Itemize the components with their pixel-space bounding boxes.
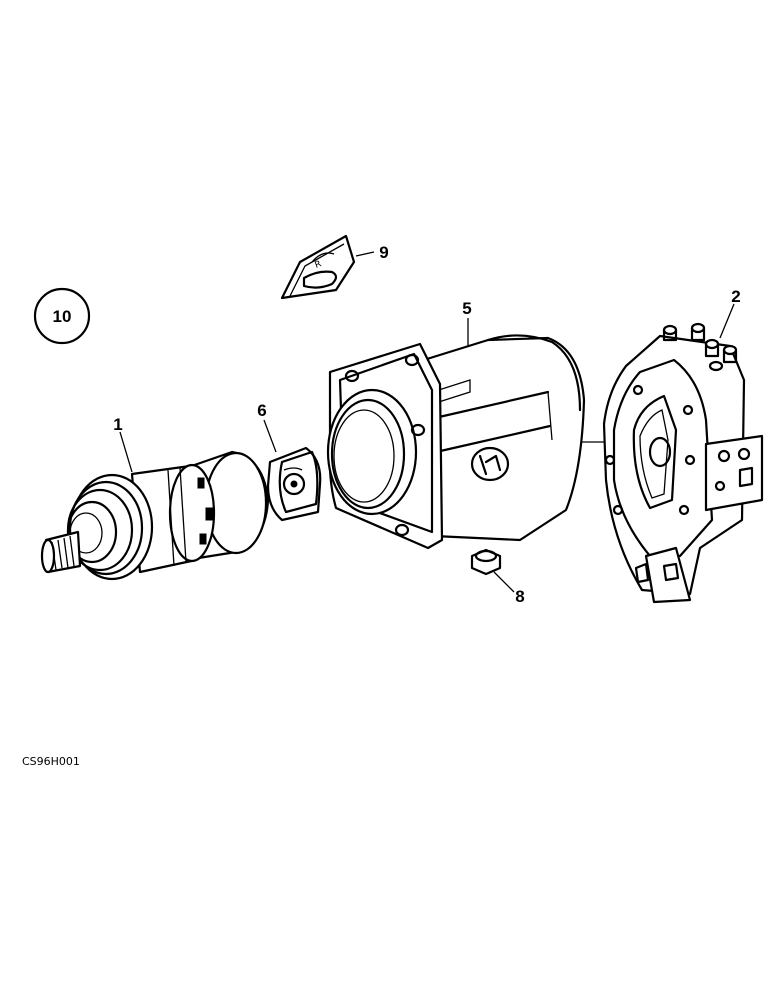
part-8-plug xyxy=(470,548,502,576)
callout-2: 2 xyxy=(731,287,740,306)
callout-9: 9 xyxy=(379,243,388,262)
part-1-rotary-group xyxy=(40,450,270,581)
group-number-badge: 10 xyxy=(33,287,91,345)
part-6-valve-plate xyxy=(266,446,322,522)
group-number-text: 10 xyxy=(53,307,72,326)
figure-id: CS96H001 xyxy=(22,755,80,768)
part-9-decal: R xyxy=(280,234,356,300)
part-5-housing xyxy=(326,334,586,550)
svg-text:R: R xyxy=(314,259,323,271)
top-fittings xyxy=(662,322,738,372)
part-2-port-plate xyxy=(602,322,764,604)
callout-1: 1 xyxy=(113,415,122,434)
callout-5: 5 xyxy=(462,299,471,318)
leader-lines xyxy=(119,251,735,593)
callout-6: 6 xyxy=(257,401,266,420)
callout-8: 8 xyxy=(515,587,524,606)
